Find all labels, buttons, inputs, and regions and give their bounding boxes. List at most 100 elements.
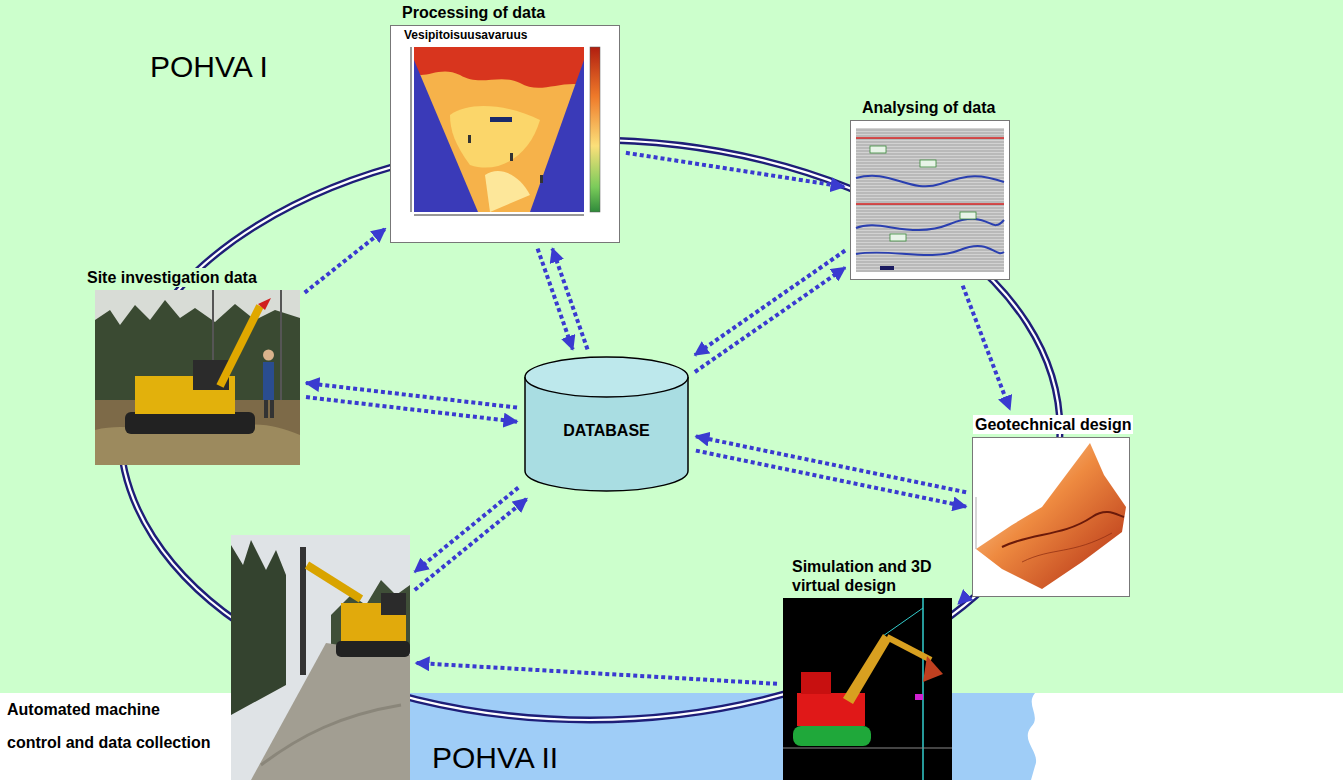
panel-heading: Automated machine control and data colle… [5,693,216,759]
phase-label: POHVA II [432,741,558,775]
illustration-shape [95,290,300,465]
illustration-shape [856,137,1004,139]
illustration-shape [856,202,1004,203]
processing-panel: Processing of data [390,25,620,243]
illustration-shape [856,214,1004,215]
illustration-shape [801,672,831,694]
illustration-shape [391,26,620,243]
illustration-shape [976,443,1126,589]
illustration-shape [973,438,1130,597]
flow-arrow [416,663,777,684]
illustration-shape [251,643,410,780]
illustration-shape [883,608,923,636]
illustration-shape [856,217,1004,218]
machine-panel: Automated machine control and data colle… [231,535,410,780]
chart-title: Vesipitoisuusavaruus [404,28,527,42]
illustration-shape [783,598,952,780]
illustration-shape [920,160,936,167]
illustration-shape [856,178,1004,179]
illustration-shape [856,157,1004,158]
illustration-shape [856,265,1004,266]
flow-arrow [626,153,844,187]
illustration-shape [450,106,540,168]
panel-heading: Analysing of data [860,98,997,117]
illustration-shape [915,694,923,700]
illustration-shape [280,290,282,400]
illustration [972,437,1130,597]
illustration-shape [856,235,1004,236]
flow-arrow [695,251,845,356]
illustration-shape [856,271,1004,272]
illustration-shape [960,212,976,219]
illustration-shape [922,598,924,780]
illustration [95,290,300,465]
flow-arrow [696,436,966,492]
illustration-shape [923,656,943,682]
illustration-shape [307,565,361,599]
illustration-shape [856,250,1004,251]
flow-arrow [958,595,967,604]
database-label: DATABASE [523,421,690,440]
flow-arrow [305,229,386,293]
flow-arrow [552,249,587,350]
illustration-shape [976,497,977,549]
illustration [850,120,1010,280]
illustration-shape [258,298,271,310]
illustration-shape [220,306,260,386]
site-panel: Site investigation data [95,290,300,465]
illustration-shape [856,176,1004,187]
illustration-shape [843,634,891,704]
illustration-shape [851,121,1010,280]
flow-arrow [306,383,517,408]
illustration-shape [856,262,1004,263]
flow-arrow [415,488,519,572]
illustration-shape [525,357,688,397]
illustration-shape [414,60,478,212]
illustration-shape [856,246,1004,255]
phase-label: POHVA I [150,50,268,84]
illustration-shape [856,211,1004,212]
illustration-shape [856,268,1004,269]
illustration-shape [856,142,1004,143]
panel-heading: Simulation and 3D virtual design [790,557,954,595]
illustration-shape [414,215,584,216]
illustration-shape [540,175,543,183]
design-panel: Geotechnical design [972,437,1130,597]
illustration-shape [510,153,513,161]
illustration-shape [414,47,584,88]
illustration-shape [856,139,1004,140]
flow-arrow [415,499,527,590]
illustration-shape [261,705,401,765]
illustration-shape [856,219,1004,230]
illustration-shape [125,412,255,434]
illustration-shape [300,547,306,675]
database-cylinder: DATABASE [523,355,690,495]
illustration-shape [231,540,286,715]
flow-arrow [538,249,573,350]
analysis-panel: Analysing of data [850,120,1010,280]
illustration-shape [856,136,1004,137]
illustration-shape [1002,512,1124,547]
illustration-shape [856,184,1004,185]
illustration-shape [856,193,1004,194]
illustration-shape [890,234,906,241]
illustration-shape [270,400,274,418]
illustration-shape [793,726,871,746]
illustration-shape [856,208,1004,209]
illustration-shape [95,300,300,405]
flow-arrow [306,397,517,422]
illustration-shape [856,259,1004,260]
illustration-shape [1022,533,1112,562]
illustration-shape [856,199,1004,200]
illustration-shape [856,205,1004,206]
illustration-shape [783,748,952,749]
illustration-shape [856,181,1004,182]
illustration-shape [856,169,1004,170]
flow-arrow [695,268,845,372]
illustration-shape [590,47,600,212]
illustration [783,598,952,780]
panel-heading: Site investigation data [85,268,259,287]
illustration-shape [856,145,1004,146]
illustration-shape [856,238,1004,239]
